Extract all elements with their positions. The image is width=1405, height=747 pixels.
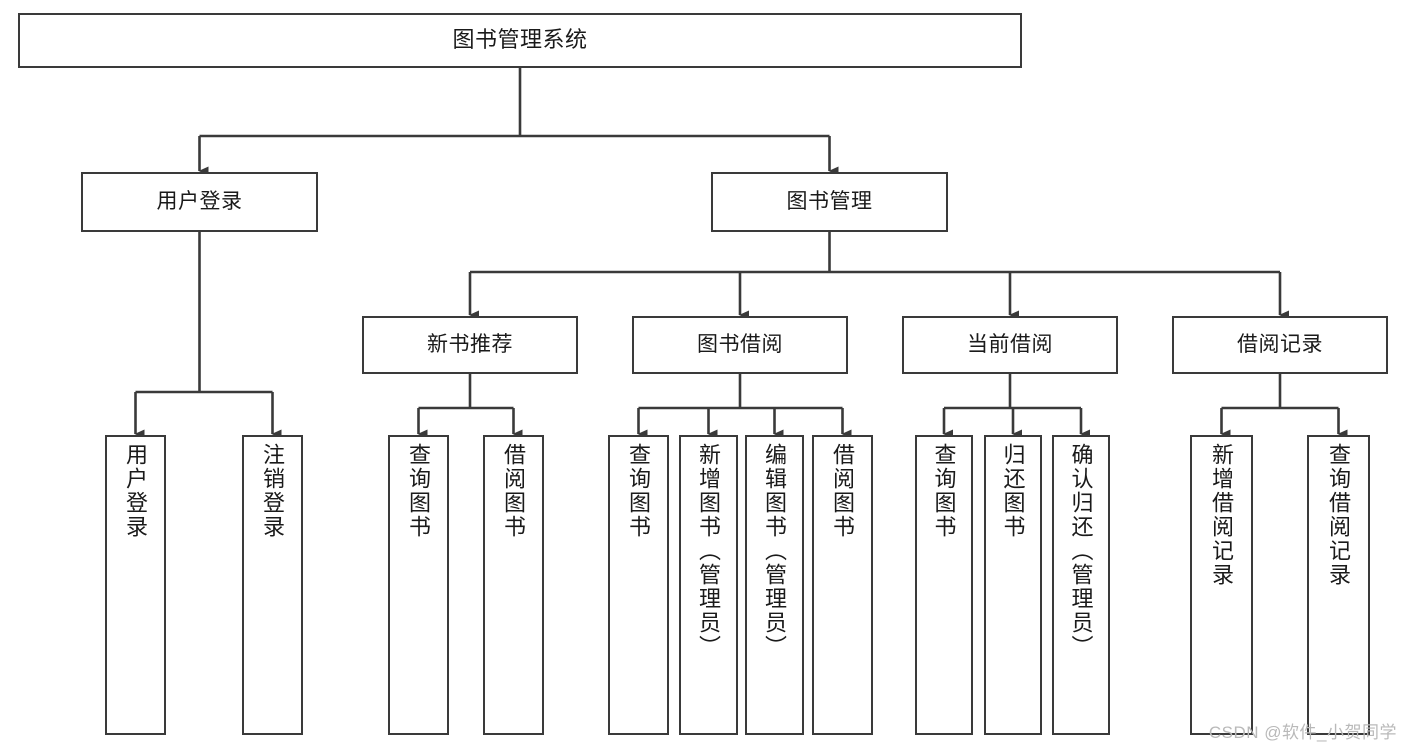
node-leaf-borrow-edit-book[interactable]: 编辑图书（管理员） xyxy=(745,435,804,735)
node-label: 借阅记录 xyxy=(1237,333,1323,357)
node-leaf-user-login[interactable]: 用户登录 xyxy=(105,435,166,735)
node-leaf-cur-return-book[interactable]: 归还图书 xyxy=(984,435,1042,735)
node-label: 注销登录 xyxy=(260,443,286,539)
node-leaf-rec-borrow-book[interactable]: 借阅图书 xyxy=(483,435,544,735)
node-leaf-borrow-add-book[interactable]: 新增图书（管理员） xyxy=(679,435,738,735)
node-label: 编辑图书（管理员） xyxy=(762,443,788,659)
node-label: 查询图书 xyxy=(626,443,652,539)
node-l1-user-login[interactable]: 用户登录 xyxy=(81,172,318,232)
node-label: 借阅图书 xyxy=(830,443,856,539)
node-l2-new-book-rec[interactable]: 新书推荐 xyxy=(362,316,578,374)
node-leaf-cur-confirm-return[interactable]: 确认归还（管理员） xyxy=(1052,435,1110,735)
node-l2-borrow-record[interactable]: 借阅记录 xyxy=(1172,316,1388,374)
node-label: 用户登录 xyxy=(156,190,243,214)
node-label: 用户登录 xyxy=(123,443,149,539)
node-label: 确认归还（管理员） xyxy=(1068,443,1094,659)
node-leaf-rec-add-record[interactable]: 新增借阅记录 xyxy=(1190,435,1253,735)
node-label: 图书管理 xyxy=(786,190,873,214)
node-label: 图书管理系统 xyxy=(452,27,588,53)
node-leaf-cur-query-book[interactable]: 查询图书 xyxy=(915,435,973,735)
node-leaf-rec-query-record[interactable]: 查询借阅记录 xyxy=(1307,435,1370,735)
node-l2-book-borrow[interactable]: 图书借阅 xyxy=(632,316,848,374)
node-label: 图书借阅 xyxy=(697,333,783,357)
node-leaf-borrow-query-book[interactable]: 查询图书 xyxy=(608,435,669,735)
node-label: 借阅图书 xyxy=(501,443,527,539)
node-label: 新增借阅记录 xyxy=(1209,443,1235,587)
node-label: 新增图书（管理员） xyxy=(696,443,722,659)
watermark: CSDN @软件_小贺同学 xyxy=(1208,723,1397,742)
node-leaf-borrow-lend-book[interactable]: 借阅图书 xyxy=(812,435,873,735)
node-root[interactable]: 图书管理系统 xyxy=(18,13,1022,68)
node-label: 新书推荐 xyxy=(427,333,513,357)
node-l2-current-borrow[interactable]: 当前借阅 xyxy=(902,316,1118,374)
node-label: 查询借阅记录 xyxy=(1326,443,1352,587)
node-label: 查询图书 xyxy=(406,443,432,539)
node-label: 查询图书 xyxy=(931,443,957,539)
node-label: 归还图书 xyxy=(1000,443,1026,539)
node-leaf-user-logout[interactable]: 注销登录 xyxy=(242,435,303,735)
node-label: 当前借阅 xyxy=(967,333,1053,357)
node-leaf-rec-query-book[interactable]: 查询图书 xyxy=(388,435,449,735)
node-l1-book-manage[interactable]: 图书管理 xyxy=(711,172,948,232)
